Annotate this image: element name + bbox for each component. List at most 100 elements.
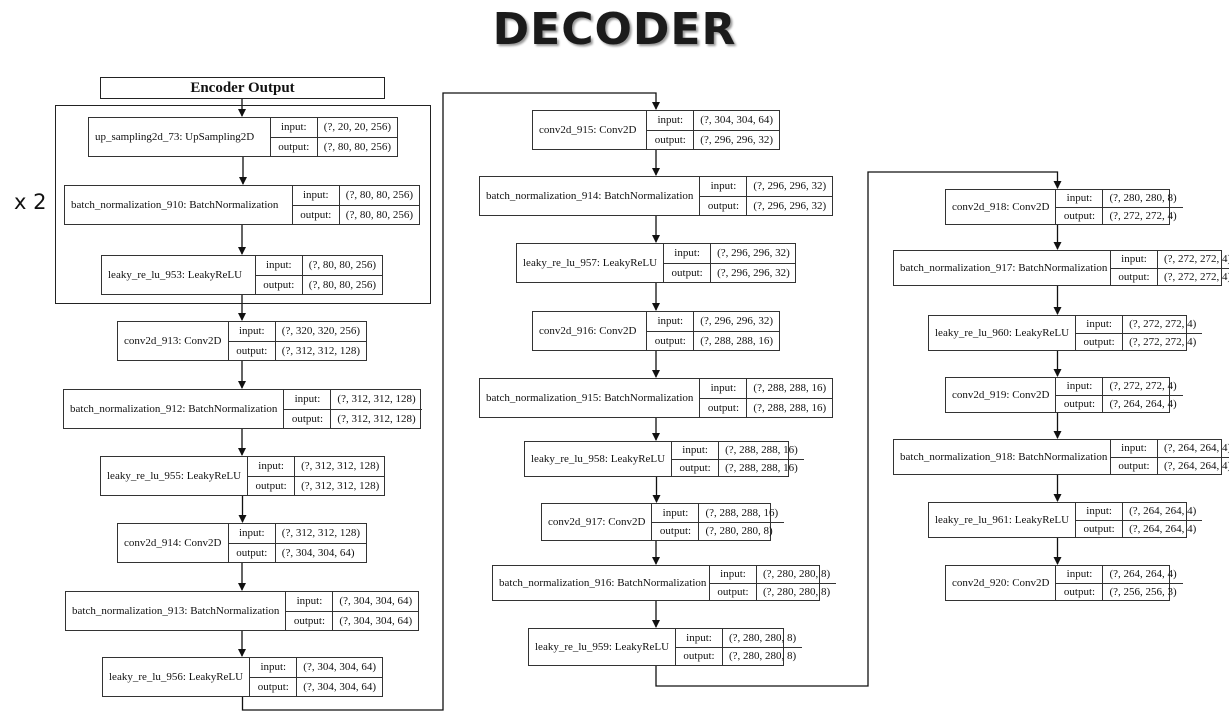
layer-name: batch_normalization_916: BatchNormalizat… [493,566,710,600]
layer-node: batch_normalization_910: BatchNormalizat… [64,185,420,225]
output-label: output: [284,409,332,428]
layer-input-row: input:(?, 280, 280, 8) [1056,190,1182,207]
output-shape: (?, 296, 296, 32) [753,199,827,212]
input-label: input: [700,379,748,398]
layer-output-row: output:(?, 272, 272, 4) [1056,206,1183,224]
input-shape: (?, 288, 288, 16) [705,506,779,519]
output-shape: (?, 272, 272, 4) [1129,335,1197,348]
output-label: output: [1111,268,1158,285]
layer-name: leaky_re_lu_953: LeakyReLU [102,256,256,294]
output-shape: (?, 256, 256, 3) [1109,585,1177,598]
layer-name: up_sampling2d_73: UpSampling2D [89,118,271,156]
input-label: input: [700,177,748,196]
layer-input-row: input:(?, 272, 272, 4) [1076,316,1202,333]
output-label: output: [676,647,723,665]
input-label: input: [1056,566,1104,583]
layer-node: batch_normalization_912: BatchNormalizat… [63,389,422,429]
input-label: input: [286,592,334,611]
layer-output-row: output:(?, 80, 80, 256) [270,136,397,156]
output-shape: (?, 288, 288, 16) [753,401,827,414]
layer-name: leaky_re_lu_957: LeakyReLU [517,244,665,282]
output-shape: (?, 312, 312, 128) [301,479,380,492]
layer-name: leaky_re_lu_959: LeakyReLU [529,629,676,665]
layer-output-row: output:(?, 304, 304, 64) [228,542,366,562]
output-shape: (?, 272, 272, 4) [1109,209,1177,222]
output-label: output: [293,205,340,224]
layer-name: conv2d_918: Conv2D [946,190,1057,224]
layer-input-row: input:(?, 296, 296, 32) [664,244,796,263]
input-label: input: [664,244,712,263]
output-shape: (?, 296, 296, 32) [700,133,773,146]
input-label: input: [1056,190,1104,207]
output-label: output: [248,476,296,495]
input-shape: (?, 264, 264, 4) [1164,442,1229,455]
layer-name: batch_normalization_915: BatchNormalizat… [480,379,701,417]
layer-input-row: input:(?, 304, 304, 64) [286,592,418,611]
input-shape: (?, 272, 272, 4) [1109,380,1177,393]
layer-output-row: output:(?, 312, 312, 128) [228,340,366,360]
layer-output-row: output:(?, 80, 80, 256) [255,274,382,294]
output-shape: (?, 264, 264, 4) [1129,522,1197,535]
input-shape: (?, 80, 80, 256) [308,259,376,272]
layer-node: batch_normalization_916: BatchNormalizat… [492,565,837,601]
input-shape: (?, 304, 304, 64) [700,114,773,127]
layer-name: conv2d_919: Conv2D [946,378,1057,412]
output-shape: (?, 304, 304, 64) [281,546,355,559]
output-label: output: [700,196,748,215]
connector-arrow [655,171,1062,687]
repeat-block-frame [55,105,431,304]
layer-output-row: output:(?, 256, 256, 3) [1056,582,1183,600]
input-label: input: [248,457,296,476]
input-label: input: [256,256,303,275]
output-shape: (?, 312, 312, 128) [281,344,360,357]
layer-output-row: output:(?, 304, 304, 64) [286,610,419,630]
output-shape: (?, 280, 280, 8) [705,525,773,538]
output-label: output: [256,275,303,294]
layer-name: conv2d_916: Conv2D [533,312,648,350]
layer-output-row: output:(?, 272, 272, 4) [1076,332,1203,350]
layer-input-row: input:(?, 272, 272, 4) [1111,251,1229,268]
input-label: input: [647,312,695,331]
input-label: input: [250,658,298,677]
input-label: input: [672,442,720,459]
layer-node: batch_normalization_918: BatchNormalizat… [893,439,1229,475]
output-label: output: [1056,395,1104,412]
output-shape: (?, 80, 80, 256) [323,140,391,153]
layer-name: leaky_re_lu_955: LeakyReLU [101,457,249,495]
output-shape: (?, 304, 304, 64) [339,614,413,627]
output-shape: (?, 312, 312, 128) [337,412,416,425]
input-label: input: [647,111,695,130]
layer-input-row: input:(?, 20, 20, 256) [271,118,397,137]
input-label: input: [1056,378,1104,395]
layer-output-row: output:(?, 296, 296, 32) [647,129,779,149]
layer-input-row: input:(?, 280, 280, 8) [676,629,802,647]
input-shape: (?, 312, 312, 128) [337,393,416,406]
layer-output-row: output:(?, 288, 288, 16) [647,330,779,350]
output-label: output: [672,459,720,476]
output-label: output: [647,331,695,350]
layer-name: batch_normalization_913: BatchNormalizat… [66,592,287,630]
layer-name: conv2d_920: Conv2D [946,566,1057,600]
input-shape: (?, 288, 288, 16) [725,444,798,457]
layer-input-row: input: (?, 80, 80, 256) [256,256,382,275]
layer-input-row: input:(?, 280, 280, 8) [710,566,836,583]
output-label: output: [250,677,298,696]
output-shape: (?, 264, 264, 4) [1109,397,1177,410]
layer-name: leaky_re_lu_960: LeakyReLU [929,316,1077,350]
layer-output-row: output: (?, 312, 312, 128) [284,408,422,428]
layer-input-row: input:(?, 264, 264, 4) [1111,440,1229,457]
input-shape: (?, 312, 312, 128) [281,527,360,540]
input-shape: (?, 288, 288, 16) [753,382,827,395]
layer-output-row: output:(?, 288, 288, 16) [700,397,833,417]
output-shape: (?, 296, 296, 32) [717,266,790,279]
layer-input-row: input:(?, 264, 264, 4) [1056,566,1182,583]
input-label: input: [676,629,723,647]
output-label: output: [652,522,700,540]
